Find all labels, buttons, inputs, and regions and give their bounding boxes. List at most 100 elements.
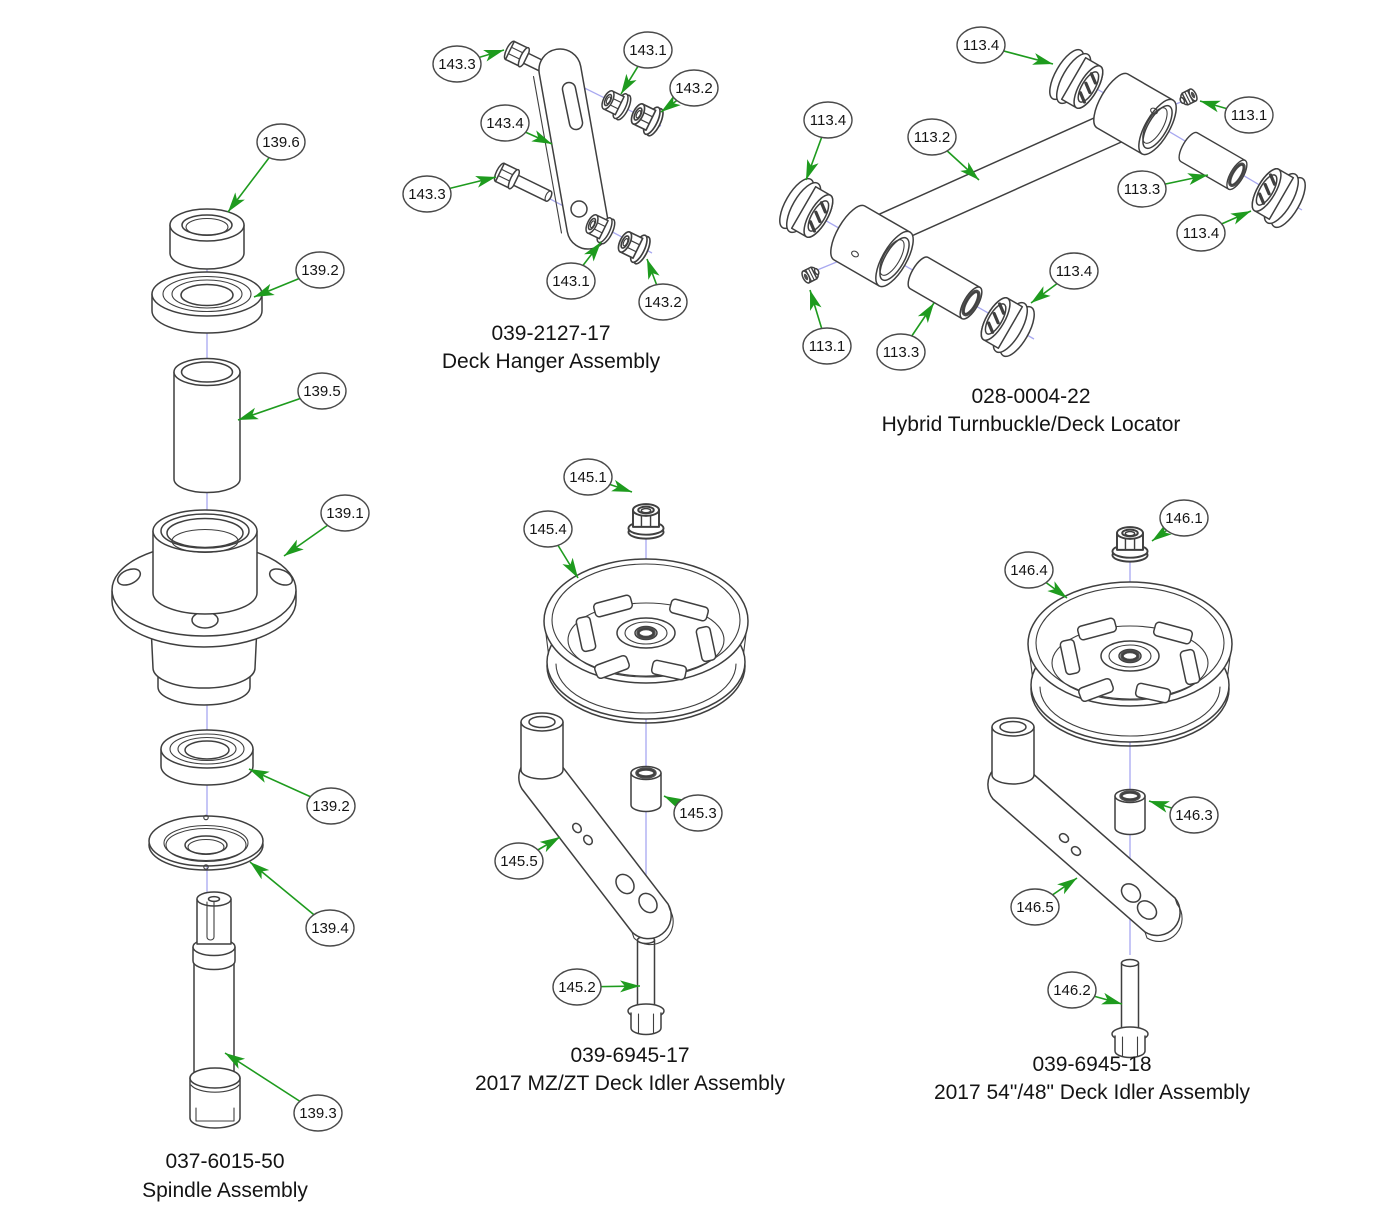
- part-label-text: 113.1: [1231, 107, 1267, 124]
- turnbuckle-caption-name: Hybrid Turnbuckle/Deck Locator: [882, 413, 1181, 436]
- part-label-139.2: 139.2: [253, 251, 345, 298]
- captions: 037-6015-50 Spindle Assembly 039-2127-17…: [142, 322, 1250, 1202]
- mzzt-idler-assembly-drawing: [518, 504, 748, 1034]
- part-label-146.2: 146.2: [1047, 971, 1123, 1009]
- part-label-145.5: 145.5: [494, 836, 561, 880]
- spindle-bearing-top-drawing: [151, 271, 263, 334]
- part-label-139.6: 139.6: [227, 123, 306, 213]
- part-label-text: 139.2: [301, 262, 339, 279]
- part-label-113.1: 113.1: [1199, 96, 1274, 134]
- turnbuckle-setscrew-left-drawing: [799, 264, 822, 285]
- turnbuckle-bearing-bottom-drawing: [972, 288, 1043, 363]
- part-label-text: 139.4: [311, 920, 349, 937]
- part-label-text: 146.1: [1165, 510, 1203, 527]
- part-label-text: 113.4: [1056, 263, 1092, 280]
- part-label-text: 145.3: [679, 805, 717, 822]
- spindle-collar-drawing: [169, 208, 245, 270]
- part-label-146.5: 146.5: [1010, 877, 1078, 926]
- part-label-146.4: 146.4: [1004, 551, 1068, 599]
- part-label-text: 143.2: [675, 80, 713, 97]
- part-label-145.3: 145.3: [663, 794, 723, 832]
- part-label-139.4: 139.4: [249, 861, 355, 947]
- part-label-143.1: 143.1: [620, 31, 673, 95]
- part-label-text: 139.2: [312, 798, 350, 815]
- deck-hanger-caption-name: Deck Hanger Assembly: [442, 350, 661, 373]
- hanger-bolt-bottom-drawing: [491, 160, 557, 208]
- part-label-text: 143.4: [486, 115, 524, 132]
- spindle-bearing-bottom-drawing: [160, 729, 254, 786]
- part-label-text: 145.5: [500, 853, 538, 870]
- 5448-idler-assembly-drawing: [987, 527, 1232, 1057]
- part-label-text: 113.1: [809, 338, 845, 355]
- part-label-text: 145.2: [558, 979, 596, 996]
- spindle-housing-drawing: [111, 509, 297, 706]
- turnbuckle-bushing-bottom-drawing: [902, 252, 988, 324]
- part-label-text: 143.2: [644, 294, 682, 311]
- deck-hanger-caption-part-number: 039-2127-17: [491, 322, 610, 345]
- part-label-113.4: 113.4: [1030, 252, 1099, 304]
- part-label-113.4: 113.4: [956, 26, 1054, 65]
- spindle-caption-part-number: 037-6015-50: [165, 1150, 284, 1173]
- part-label-text: 113.4: [963, 37, 999, 54]
- part-label-text: 113.2: [914, 129, 950, 146]
- mzzt-idler-arm-drawing: [518, 712, 674, 946]
- part-label-139.2: 139.2: [248, 768, 356, 825]
- part-label-113.2: 113.2: [907, 118, 980, 181]
- part-label-139.3: 139.3: [224, 1052, 343, 1132]
- part-label-text: 143.1: [629, 42, 667, 59]
- deck-hanger-assembly-drawing: [491, 38, 668, 267]
- part-label-143.4: 143.4: [480, 104, 553, 145]
- turnbuckle-bearing-right-drawing: [1243, 159, 1314, 234]
- part-label-143.2: 143.2: [660, 69, 719, 113]
- part-label-143.1: 143.1: [546, 241, 602, 300]
- turnbuckle-bushing-right-drawing: [1173, 128, 1253, 194]
- part-label-143.3: 143.3: [402, 175, 497, 213]
- part-label-text: 146.5: [1016, 899, 1054, 916]
- part-labels-layer: 139.6 139.2 139.5 139.1 139.2 139.4 139.3 143.3…: [224, 26, 1274, 1132]
- spindle-assembly-drawing: [111, 208, 297, 1129]
- turnbuckle-sleeve-right-drawing: [1085, 67, 1185, 161]
- part-label-text: 139.6: [262, 134, 300, 151]
- 5448-idler-arm-drawing: [987, 717, 1183, 942]
- 5448-idler-caption-part-number: 039-6945-18: [1032, 1053, 1151, 1076]
- hanger-nut-top-1-drawing: [597, 85, 635, 123]
- part-label-113.3: 113.3: [876, 302, 935, 371]
- turnbuckle-sleeve-left-drawing: [822, 199, 922, 293]
- mzzt-idler-caption-name: 2017 MZ/ZT Deck Idler Assembly: [475, 1072, 786, 1095]
- part-label-text: 146.4: [1010, 562, 1048, 579]
- spindle-caption-name: Spindle Assembly: [142, 1179, 308, 1202]
- 5448-idler-caption-name: 2017 54"/48" Deck Idler Assembly: [934, 1081, 1251, 1104]
- spindle-tube-drawing: [173, 357, 241, 494]
- part-label-145.2: 145.2: [552, 968, 641, 1006]
- part-label-text: 113.3: [1124, 181, 1160, 198]
- turnbuckle-bearing-left-drawing: [771, 172, 842, 247]
- part-label-113.1: 113.1: [802, 289, 852, 365]
- part-label-text: 139.3: [299, 1105, 337, 1122]
- part-label-113.4: 113.4: [1176, 210, 1252, 252]
- part-label-text: 139.1: [326, 505, 364, 522]
- hanger-nut-top-2-drawing: [626, 97, 668, 139]
- part-label-text: 113.4: [810, 112, 846, 129]
- part-label-113.3: 113.3: [1117, 170, 1209, 208]
- part-label-text: 113.3: [883, 344, 919, 361]
- mzzt-idler-caption-part-number: 039-6945-17: [570, 1044, 689, 1067]
- part-label-143.2: 143.2: [638, 258, 688, 321]
- spindle-washer-drawing: [148, 814, 264, 871]
- part-label-text: 143.3: [408, 186, 446, 203]
- part-label-146.1: 146.1: [1151, 499, 1209, 542]
- part-label-text: 145.1: [569, 469, 607, 486]
- part-label-text: 143.3: [438, 56, 476, 73]
- turnbuckle-setscrew-right-drawing: [1177, 87, 1200, 108]
- part-label-145.1: 145.1: [563, 458, 633, 496]
- part-label-text: 139.5: [303, 383, 341, 400]
- part-label-text: 146.3: [1175, 807, 1213, 824]
- part-label-143.3: 143.3: [432, 45, 505, 83]
- spindle-shaft-drawing: [189, 891, 241, 1129]
- part-label-text: 145.4: [529, 521, 567, 538]
- turnbuckle-caption-part-number: 028-0004-22: [971, 385, 1090, 408]
- part-label-146.3: 146.3: [1148, 796, 1219, 834]
- part-label-145.4: 145.4: [523, 510, 579, 579]
- part-label-139.5: 139.5: [237, 372, 347, 421]
- part-label-text: 143.1: [552, 273, 590, 290]
